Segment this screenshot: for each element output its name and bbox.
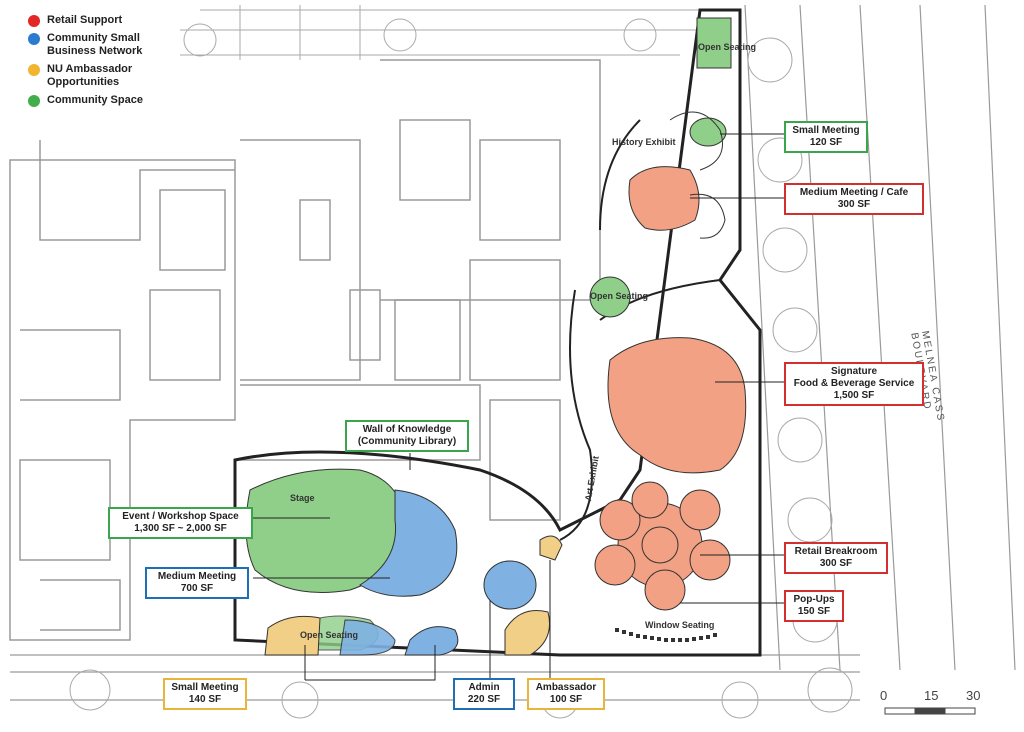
callout-wall-of-knowledge: Wall of Knowledge (Community Library) [345, 420, 469, 452]
ambassador-areas [264, 535, 563, 656]
label-open-seating-top: Open Seating [698, 42, 757, 52]
callout-signature-food-beverage: Signature Food & Beverage Service 1,500 … [784, 362, 924, 406]
legend-item-community-space: Community Space [28, 94, 162, 107]
label-window-seating: Window Seating [645, 620, 715, 630]
label-stage: Stage [290, 493, 315, 503]
legend-swatch-red [28, 15, 40, 27]
boulevard [744, 4, 1016, 671]
stairs [669, 111, 726, 239]
legend-item-retail-support: Retail Support [28, 14, 162, 27]
callout-small-meeting-120: Small Meeting 120 SF [784, 121, 868, 153]
art-exhibit-wall [559, 289, 593, 541]
small-business-areas [339, 489, 537, 656]
callout-pop-ups: Pop-Ups 150 SF [784, 590, 844, 622]
legend-swatch-yellow [28, 64, 40, 76]
label-open-seating-mid: Open Seating [590, 291, 649, 301]
scale-bar [884, 707, 976, 715]
callout-admin: Admin 220 SF [453, 678, 515, 710]
top-roadways [180, 5, 700, 60]
label-open-seating-bottom: Open Seating [300, 630, 359, 640]
site-boundary [233, 8, 762, 657]
legend: Retail Support Community Small Business … [28, 14, 162, 112]
callout-medium-meeting-700: Medium Meeting 700 SF [145, 567, 249, 599]
retail-support-areas [594, 166, 747, 611]
callout-event-workshop-space: Event / Workshop Space 1,300 SF ~ 2,000 … [108, 507, 253, 539]
legend-swatch-blue [28, 33, 40, 45]
scale-tick-30: 30 [966, 688, 981, 703]
legend-swatch-green [28, 95, 40, 107]
callout-medium-meeting-cafe: Medium Meeting / Cafe 300 SF [784, 183, 924, 215]
callout-leaders [253, 133, 784, 681]
scale-tick-0: 0 [880, 688, 888, 703]
window-seating [615, 628, 717, 642]
legend-item-ambassador: NU Ambassador Opportunities [28, 63, 162, 89]
adjacent-buildings [9, 59, 601, 641]
callout-small-meeting-140: Small Meeting 140 SF [163, 678, 247, 710]
legend-item-small-business: Community Small Business Network [28, 32, 162, 58]
label-history-exhibit: History Exhibit [612, 137, 676, 147]
scale-tick-15: 15 [924, 688, 939, 703]
callout-retail-breakroom: Retail Breakroom 300 SF [784, 542, 888, 574]
callout-ambassador: Ambassador 100 SF [527, 678, 605, 710]
